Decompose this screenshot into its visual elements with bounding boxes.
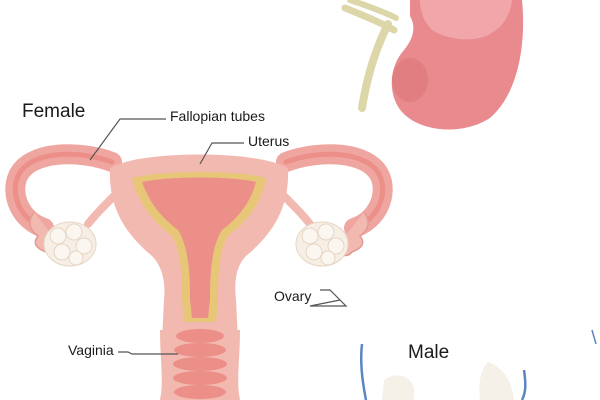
vaginia-label: Vaginia bbox=[68, 342, 114, 358]
vagina-canal bbox=[160, 329, 240, 400]
vaginia-leader bbox=[118, 351, 178, 355]
fallopian-tubes-label: Fallopian tubes bbox=[170, 108, 265, 124]
ovary-label: Ovary bbox=[274, 288, 312, 304]
uterus-illustration bbox=[5, 144, 393, 400]
female-heading: Female bbox=[22, 101, 86, 122]
fallopian-leader bbox=[89, 118, 166, 161]
right-ovary bbox=[295, 221, 349, 267]
left-ovary bbox=[43, 221, 97, 267]
male-illustration bbox=[359, 329, 597, 400]
male-heading: Male bbox=[408, 342, 450, 363]
uterus-leader bbox=[199, 142, 244, 165]
kidney bbox=[341, 0, 524, 130]
leader-lines bbox=[89, 118, 348, 355]
ureter bbox=[358, 20, 392, 112]
ovary-leader bbox=[309, 289, 348, 307]
uterus-label: Uterus bbox=[248, 133, 290, 149]
